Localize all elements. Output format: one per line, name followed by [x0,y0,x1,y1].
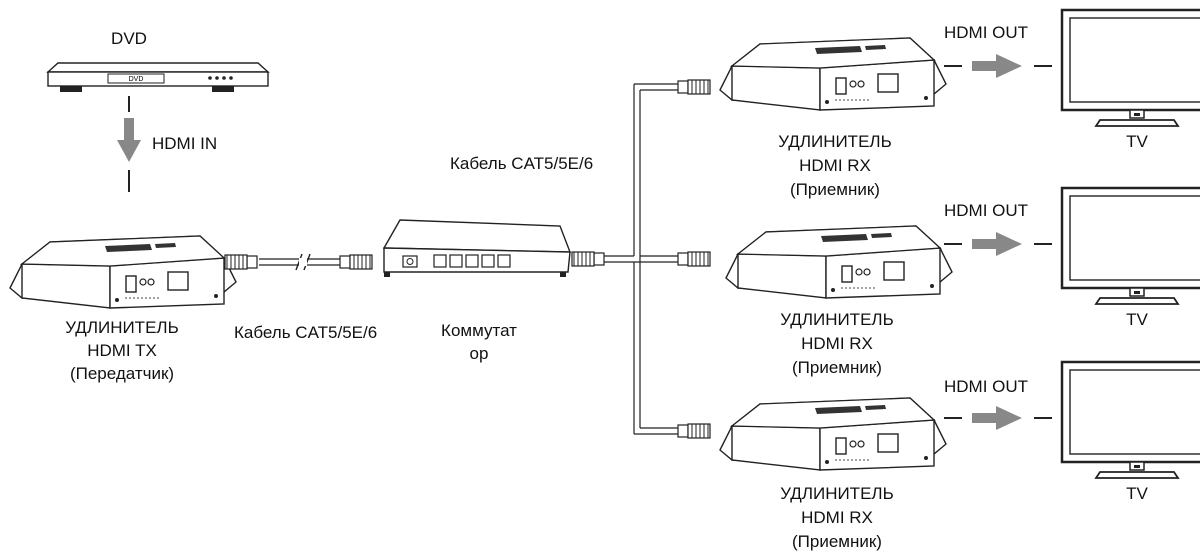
hdmi-out-label-3: HDMI OUT [944,377,1029,396]
tx-label-line3: (Передатчик) [69,364,175,383]
cable-label-rx: Кабель CAT5/5E/6 [450,154,594,173]
hdmi-in-label: HDMI IN [152,134,218,153]
tv-2 [1060,186,1200,306]
rx1-label-line2: HDMI RX [799,156,871,175]
rx3-label-line3: (Приемник) [792,532,882,551]
tx-label-line2: HDMI TX [87,341,157,360]
tx-label-line1: УДЛИНИТЕЛЬ [65,318,179,337]
tv-3 [1060,360,1200,480]
rx1-label-line3: (Приемник) [790,180,880,199]
rx2-label-line2: HDMI RX [801,334,873,353]
switch-label-line2: ор [469,344,489,363]
hdmi-out-arrow-1 [944,54,1052,78]
hdmi-out-label-1: HDMI OUT [944,23,1029,42]
hdmi-rx-extender-2 [725,225,953,299]
tv-1 [1060,8,1200,128]
rx3-label-line1: УДЛИНИТЕЛЬ [780,484,894,503]
hdmi-out-arrow-3 [944,406,1052,430]
hdmi-out-label-2: HDMI OUT [944,201,1029,220]
hdmi-in-arrow [117,96,141,192]
rx2-label-line3: (Приемник) [792,358,882,377]
rx-cable-tree [571,79,711,439]
rx1-label-line1: УДЛИНИТЕЛЬ [778,132,892,151]
dvd-player: DVD [46,62,270,92]
hdmi-rx-extender-3 [719,397,947,471]
hdmi-out-arrow-2 [944,232,1052,256]
tv-label-3: TV [1126,484,1148,503]
network-switch [382,219,572,277]
tv-label-1: TV [1126,132,1148,151]
hdmi-tx-extender [9,235,237,309]
hdmi-rx-extender-1 [719,37,947,111]
dvd-screen-text: DVD [129,76,144,83]
cable-label-tx: Кабель CAT5/5E/6 [234,323,378,342]
dvd-label: DVD [111,29,147,48]
switch-label-line1: Коммутат [441,321,517,340]
rx3-label-line2: HDMI RX [801,508,873,527]
rx2-label-line1: УДЛИНИТЕЛЬ [780,310,894,329]
tx-cable [224,253,373,271]
tv-label-2: TV [1126,310,1148,329]
